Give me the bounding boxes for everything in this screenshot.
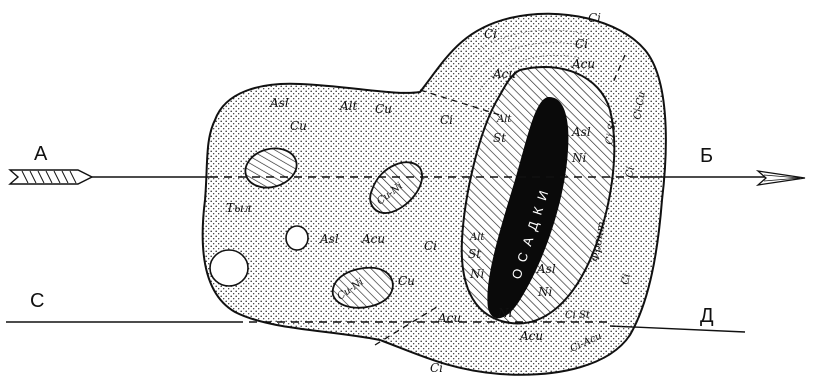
label-b: Б (700, 145, 713, 167)
label-alt-front: Alt (496, 114, 512, 125)
label-st-front: St (493, 131, 506, 145)
label-cu-lower: Cu (398, 274, 415, 288)
label-ni-bottom: Ni (497, 306, 513, 320)
label-ci-right: Ci (624, 166, 637, 179)
label-ni-front: Ni (571, 151, 587, 165)
label-a: А (34, 143, 48, 165)
label-ci-mid-low: Ci (424, 239, 437, 253)
label-cu-upper: Cu (375, 102, 392, 116)
label-asl-front: Asl (571, 125, 591, 139)
label-alt-front-low: Alt (469, 232, 485, 243)
label-cu-upper-left: Cu (290, 119, 307, 133)
label-ci-st-lower: Ci St (565, 310, 591, 321)
label-c: С (30, 290, 44, 312)
label-ni-front-lower: Ni (537, 285, 553, 299)
clear-hole-small (286, 226, 308, 250)
label-ci-top-right: Ci (588, 11, 601, 25)
label-asl-upper: Asl (269, 96, 289, 110)
label-asl-mid: Asl (319, 232, 339, 246)
label-acu-mid: Acu (361, 232, 385, 246)
label-acu-lower: Acu (437, 311, 461, 325)
movement-arrow-icon (10, 170, 92, 184)
label-d: Д (700, 305, 714, 327)
clear-hole-large (210, 250, 248, 286)
label-ci-bottom: Ci (430, 361, 443, 375)
label-tyl: Тыл (226, 201, 251, 215)
label-ni-front-low: Ni (469, 267, 485, 281)
label-ci-top-mid: Ci (575, 37, 588, 51)
direction-arrowhead-icon (758, 171, 805, 185)
label-alt-upper: Alt (339, 99, 358, 113)
label-acu-top-right: Acu (571, 57, 595, 71)
label-ci-top-left: Ci (484, 27, 497, 41)
label-ci-mid: Ci (440, 113, 453, 127)
label-st-front-low: St (468, 247, 481, 261)
label-ci-front-low: Ci (620, 273, 633, 286)
label-acu-bottom: Acu (519, 329, 543, 343)
label-acu-top: Acu (492, 67, 516, 81)
label-asl-front-low: Asl (536, 262, 556, 276)
